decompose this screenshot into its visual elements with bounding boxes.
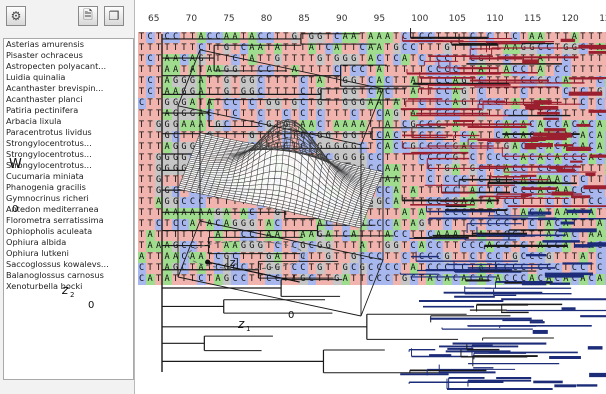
plot-box-edge — [199, 49, 384, 90]
plot-box-edge — [360, 259, 384, 317]
plot-label: W — [9, 157, 22, 172]
species-item[interactable]: Florometra serratissima — [6, 215, 104, 225]
species-item[interactable]: Pisaster ochraceus — [6, 50, 83, 60]
plot-label: z — [237, 317, 245, 331]
document-button[interactable]: 🗎 — [78, 6, 98, 26]
species-item[interactable]: Acanthaster planci — [6, 94, 83, 104]
ruler-tick: 110 — [486, 14, 504, 24]
plot-box-edge — [177, 49, 201, 106]
ruler-tick: 95 — [373, 14, 386, 24]
document-icon: 🗎 — [83, 7, 93, 22]
species-item[interactable]: Strongylocentrotus... — [6, 160, 92, 170]
species-item[interactable]: Patiria pectinifera — [6, 105, 79, 115]
plot-label: 2 — [70, 291, 74, 299]
sequence-row: TTTAATATAAGGTTCCTTATTTTCTCCTATTTTTCCCCTT… — [138, 65, 606, 76]
plot-box-edge — [177, 105, 362, 146]
copy-button[interactable]: ❐ — [104, 6, 124, 26]
plot-box-edge — [360, 88, 384, 145]
ruler-tick: 75 — [223, 14, 235, 24]
species-item[interactable]: Ophiopholis aculeata — [6, 226, 93, 236]
plot-box-edge — [177, 220, 201, 278]
ruler-tick: 120 — [561, 14, 579, 24]
species-item[interactable]: Gymnocrinus richeri — [6, 193, 89, 203]
species-item[interactable]: Ophiura albida — [6, 237, 67, 247]
species-item[interactable]: Strongylocentrotus... — [6, 149, 92, 159]
settings-icon: ⚙ — [10, 9, 22, 23]
position-ruler: 65 70 75 80 85 90 95 100 105 110 115 120 125 — [136, 0, 606, 32]
species-item[interactable]: Antedon mediterranea — [6, 204, 99, 214]
wireframe-gridline — [199, 134, 383, 175]
plot-box-edge — [177, 276, 362, 317]
plot-label: |z| — [226, 256, 239, 269]
plot-label: z — [61, 283, 69, 297]
species-item[interactable]: Phanogenia gracilis — [6, 182, 86, 192]
ruler-tick: 80 — [260, 14, 273, 24]
wireframe-gridline — [198, 136, 382, 176]
plot-box-edge — [199, 220, 384, 261]
plot-label: 0 — [288, 310, 294, 321]
wireframe-gridline — [199, 132, 384, 173]
wireframe-gridline — [354, 170, 378, 227]
species-item[interactable]: Paracentrotus lividus — [6, 127, 92, 137]
copy-icon: ❐ — [108, 9, 120, 23]
ruler-tick: 105 — [448, 14, 466, 24]
wireframe-gridline — [348, 169, 372, 226]
sequence-row: TTTAGGGACTTCTTCTTCTCTCTTTCTTCAGTATTCCCTT… — [138, 109, 606, 120]
species-item[interactable]: Cucumaria miniata — [6, 171, 84, 181]
species-item[interactable]: Astropecten polyacant... — [6, 61, 107, 71]
species-item[interactable]: Strongylocentrotus... — [6, 138, 92, 148]
ruler-tick: 85 — [298, 14, 310, 24]
ruler-tick: 65 — [148, 14, 160, 24]
plot-label: 0 — [88, 300, 94, 311]
sequence-row: TCTAACAGTTTCTATTGTTTTGTGGGTACTCATCTCCTTC… — [138, 54, 606, 65]
species-item[interactable]: Ophiura lutkeni — [6, 248, 69, 258]
ruler-tick: 90 — [336, 14, 348, 24]
species-item[interactable]: Arbacia lixula — [6, 116, 62, 126]
plot-label: 0 — [12, 204, 18, 215]
ruler-tick: 125 — [599, 14, 606, 24]
plot-label: 1 — [246, 325, 250, 333]
plot-label: r — [292, 272, 297, 283]
sequence-row: CATATTTCTAGCCTTCCTTGCTTGATTCCCTGCTACACAC… — [138, 274, 606, 285]
settings-button[interactable]: ⚙ — [6, 6, 26, 26]
base-circle — [187, 240, 305, 270]
wireframe-gridline — [336, 166, 359, 223]
vector-line — [207, 261, 300, 283]
ruler-tick: 115 — [524, 14, 542, 24]
species-item[interactable]: Xenoturbella bocki — [6, 281, 83, 291]
wireframe-gridline — [360, 171, 384, 229]
wireframe-gridline — [196, 142, 380, 182]
ruler-tick: 70 — [185, 14, 198, 24]
sequence-row: TCTAAGGATTGTGGCTTTTCTGTTGGTCACTTATTCCAGT… — [138, 87, 606, 98]
species-item[interactable]: Asterias amurensis — [6, 39, 85, 49]
species-item[interactable]: Luidia quinalia — [6, 72, 66, 82]
ruler-tick: 100 — [411, 14, 429, 24]
species-item[interactable]: Balanoglossus carnosus — [6, 270, 104, 280]
species-item[interactable]: Acanthaster brevispin... — [6, 83, 104, 93]
species-item[interactable]: Saccoglossus kowalevs... — [6, 259, 109, 269]
